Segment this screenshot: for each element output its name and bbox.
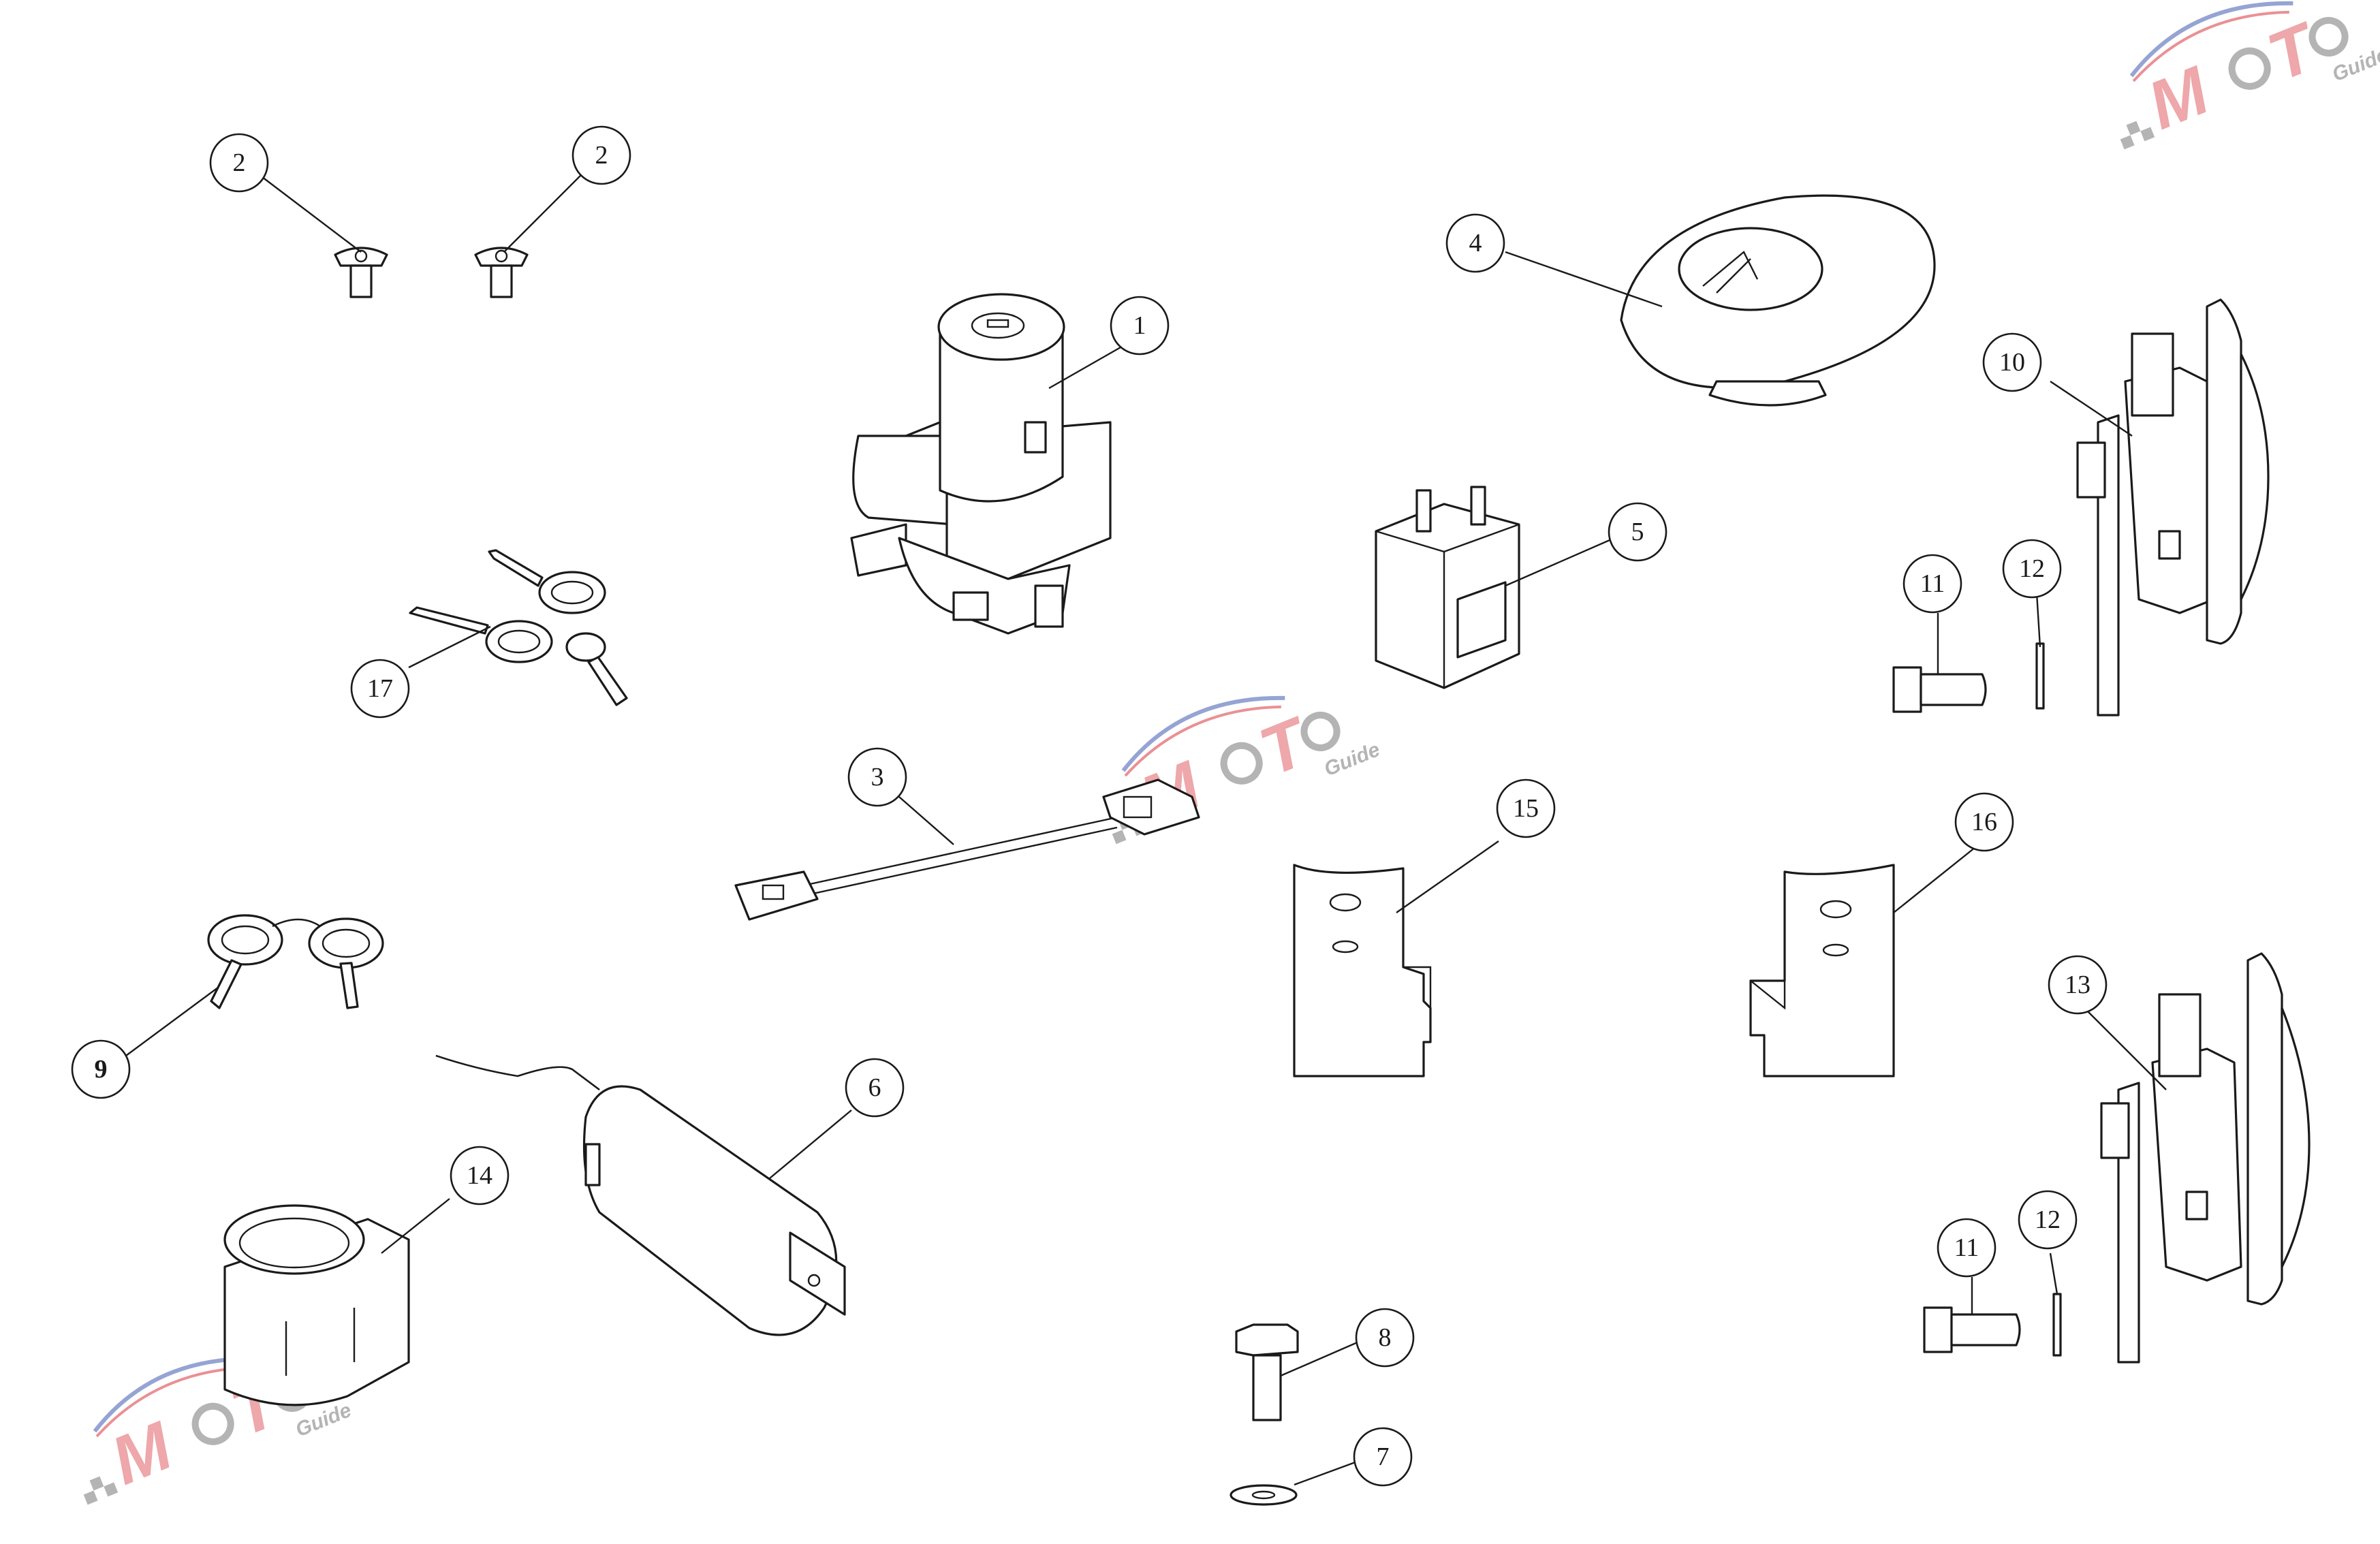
- part-screw-left: [334, 247, 388, 298]
- leader-5: [1505, 537, 1615, 587]
- leader-16: [1893, 844, 1979, 913]
- part-lock-bracket: [223, 1204, 410, 1406]
- callout-6: 6: [845, 1058, 905, 1118]
- callout-7-label: 7: [1377, 1443, 1390, 1471]
- part-key-set-upper: [409, 549, 628, 706]
- callout-8-label: 8: [1379, 1323, 1392, 1352]
- leader-9: [125, 987, 219, 1056]
- part-key-set-lower: [207, 914, 384, 1009]
- leader-3: [898, 796, 954, 845]
- callout-10-label: 10: [1999, 348, 2025, 377]
- callout-11-lower-label: 11: [1954, 1233, 1979, 1262]
- callout-4: 4: [1445, 213, 1505, 273]
- part-screw-right: [474, 247, 529, 298]
- callout-3: 3: [847, 747, 907, 807]
- leader-2-left: [262, 176, 362, 253]
- callout-12-upper: 12: [2002, 539, 2062, 599]
- leader-15: [1396, 840, 1499, 913]
- leader-14: [381, 1198, 450, 1254]
- part-ignition-switch: [850, 293, 1112, 635]
- leader-2-right: [503, 170, 586, 253]
- callout-5: 5: [1608, 502, 1667, 562]
- part-washer: [1230, 1484, 1298, 1506]
- callout-2-left-label: 2: [233, 148, 246, 177]
- part-fuel-cap: [1620, 194, 1936, 407]
- leader-12-upper: [2035, 592, 2041, 648]
- callout-2-left: 2: [209, 133, 269, 193]
- part-wiring-harness: [734, 778, 1200, 921]
- leader-6: [769, 1109, 852, 1179]
- callout-17: 17: [350, 659, 410, 719]
- part-hex-bolt: [1235, 1323, 1299, 1421]
- callout-9: 9: [71, 1039, 131, 1099]
- callout-14-label: 14: [467, 1161, 492, 1190]
- part-spacer-upper: [2035, 642, 2045, 710]
- part-ignition-coil: [435, 1054, 846, 1336]
- callout-17-label: 17: [367, 674, 393, 703]
- callout-1: 1: [1110, 296, 1170, 356]
- callout-8: 8: [1355, 1308, 1415, 1368]
- callout-11-lower: 11: [1937, 1218, 1997, 1278]
- leader-13: [2084, 1007, 2167, 1090]
- callout-12-upper-label: 12: [2019, 554, 2045, 583]
- part-bolt-upper: [1892, 666, 1987, 713]
- callout-2-right: 2: [571, 125, 631, 185]
- part-bolt-lower: [1923, 1306, 2021, 1353]
- leader-8: [1280, 1340, 1360, 1377]
- callout-16-label: 16: [1971, 808, 1997, 836]
- watermark-logo-center: M T Guide: [1112, 695, 1383, 845]
- leader-10: [2050, 381, 2133, 437]
- callout-5-label: 5: [1631, 518, 1644, 546]
- callout-14: 14: [450, 1146, 510, 1206]
- callout-1-label: 1: [1133, 311, 1146, 340]
- callout-15: 15: [1496, 778, 1556, 838]
- leader-12-lower: [2049, 1252, 2058, 1295]
- callout-12-lower: 12: [2018, 1190, 2078, 1250]
- callout-9-label: 9: [95, 1055, 108, 1084]
- callout-13: 13: [2048, 955, 2108, 1015]
- part-bracket-right: [1749, 864, 1895, 1077]
- callout-13-label: 13: [2065, 971, 2091, 999]
- part-spacer-lower: [2052, 1293, 2062, 1357]
- leader-4: [1505, 251, 1663, 308]
- callout-3-label: 3: [871, 763, 884, 791]
- callout-6-label: 6: [868, 1073, 881, 1102]
- part-horn-lower: [2100, 952, 2311, 1364]
- callout-2-right-label: 2: [595, 141, 608, 170]
- watermark-logo-top-right: M T Guide: [2120, 1, 2380, 150]
- part-horn-upper: [2076, 298, 2270, 716]
- leader-1: [1048, 346, 1121, 390]
- leader-lines: [125, 170, 2167, 1486]
- callout-7: 7: [1353, 1427, 1413, 1487]
- callout-12-lower-label: 12: [2035, 1206, 2061, 1234]
- callout-10: 10: [1982, 332, 2042, 392]
- part-relay: [1375, 486, 1520, 689]
- callout-11-upper-label: 11: [1920, 569, 1945, 598]
- part-bracket-left: [1293, 864, 1432, 1077]
- callout-11-upper: 11: [1903, 554, 1962, 614]
- leader-7: [1294, 1460, 1360, 1486]
- leader-17: [408, 625, 491, 669]
- callout-15-label: 15: [1513, 794, 1539, 823]
- callout-16: 16: [1954, 792, 2014, 852]
- callout-4-label: 4: [1469, 229, 1482, 257]
